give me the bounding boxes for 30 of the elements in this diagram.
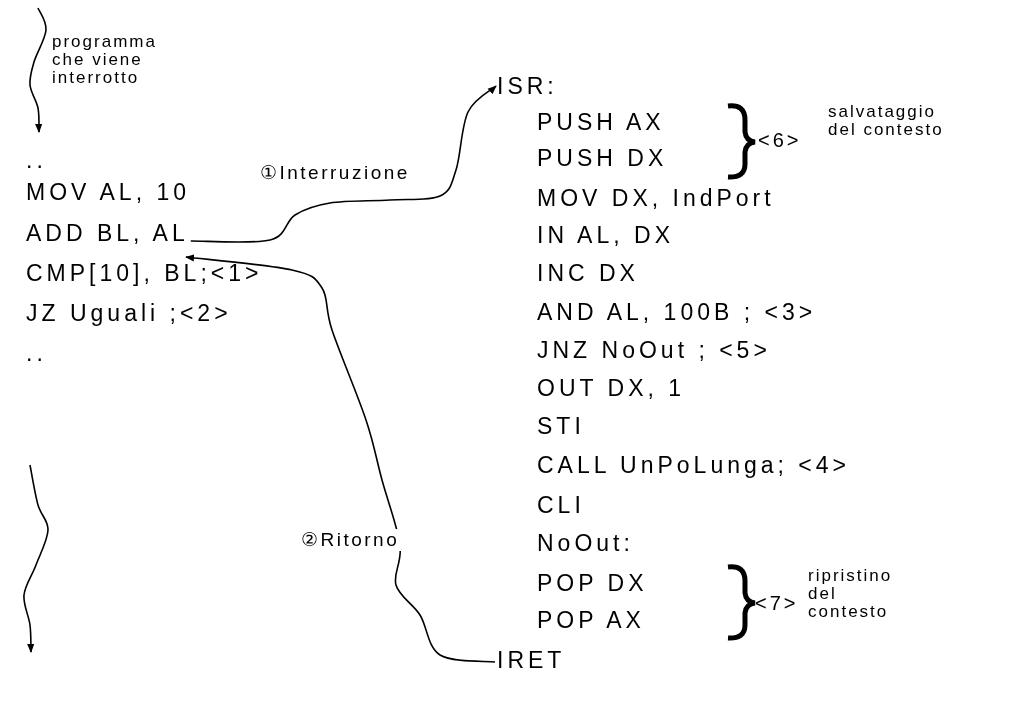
code-line: STI xyxy=(537,412,585,440)
code-line: INC DX xyxy=(537,259,639,287)
code-line: NoOut: xyxy=(537,529,634,557)
code-line: .. xyxy=(26,339,47,367)
code-line: MOV AL, 10 xyxy=(26,178,190,206)
callout-number: <7> xyxy=(755,591,799,615)
annotation-text: salvataggio del contesto xyxy=(828,103,945,139)
code-line: IRET xyxy=(497,646,566,674)
code-line: .. xyxy=(26,146,47,174)
annotation-text: ripristino del contesto xyxy=(808,567,894,621)
annotation-text: programma che viene interrotto xyxy=(52,33,158,87)
code-line: POP DX xyxy=(537,569,648,597)
code-line: ISR: xyxy=(497,72,558,100)
code-line: IN AL, DX xyxy=(537,221,674,249)
code-line: PUSH AX xyxy=(537,108,665,136)
code-line: POP AX xyxy=(537,606,645,634)
edge-label: ②Ritorno xyxy=(299,529,402,551)
code-line: PUSH DX xyxy=(537,144,668,172)
code-line: CMP[10], BL;<1> xyxy=(26,259,263,287)
code-line: JZ Uguali ;<2> xyxy=(26,299,232,327)
code-line: MOV DX, IndPort xyxy=(537,184,775,212)
code-line: JNZ NoOut ; <5> xyxy=(537,336,771,364)
wavy-arrow xyxy=(185,254,496,663)
code-line: AND AL, 100B ; <3> xyxy=(537,298,817,326)
code-line: CLI xyxy=(537,491,585,519)
wavy-arrow xyxy=(189,85,497,243)
code-line: ADD BL, AL xyxy=(26,219,189,247)
callout-number: <6> xyxy=(758,128,802,152)
code-line: CALL UnPoLunga; <4> xyxy=(537,451,850,479)
code-line: OUT DX, 1 xyxy=(537,374,686,402)
